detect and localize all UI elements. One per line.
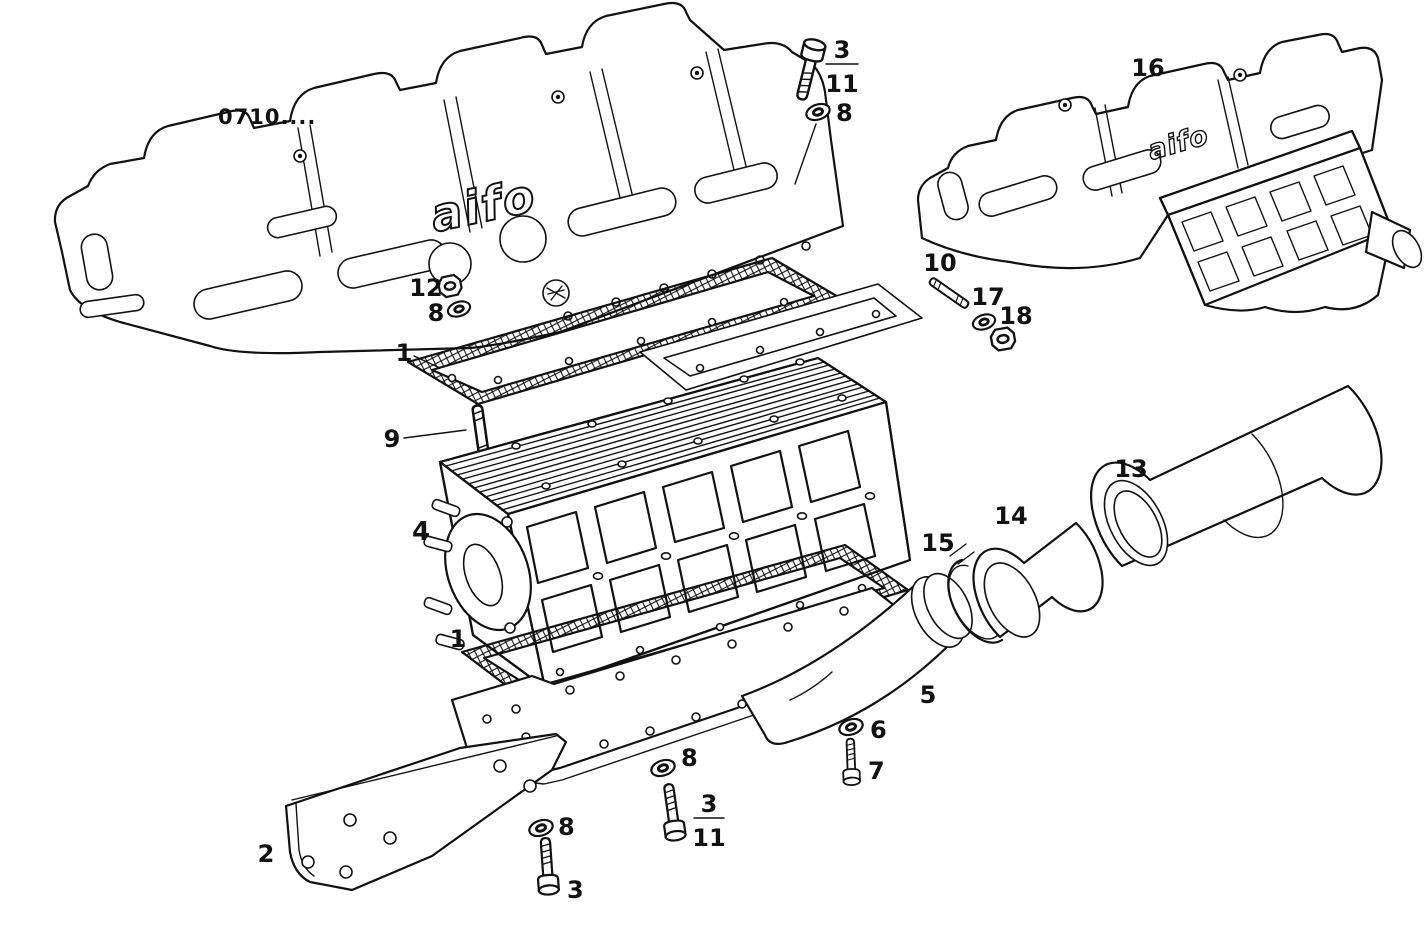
callout-15: 15 [921, 529, 954, 557]
callout-16: 16 [1131, 54, 1164, 82]
washer-8-left [525, 815, 557, 841]
callout-1-top: 1 [396, 339, 413, 367]
callout-12: 12 [409, 274, 442, 302]
callout-8-mid: 8 [681, 744, 698, 772]
spacer-frame [639, 283, 923, 391]
callout-11-top: 11 [825, 70, 858, 98]
callout-2: 2 [258, 840, 275, 868]
callout-17: 17 [971, 283, 1004, 311]
callout-10: 10 [923, 249, 956, 277]
callout-3-top: 3 [834, 36, 851, 64]
stud-10 [927, 276, 971, 310]
washer-8-mid [647, 755, 679, 781]
callout-5: 5 [920, 681, 937, 709]
model-code-label: 0710.... [218, 105, 316, 129]
callout-3-bottom: 3 [701, 790, 718, 818]
hose-clamp-15 [947, 543, 1004, 644]
washer-17 [969, 310, 999, 334]
elbow-pipe-5 [740, 572, 973, 745]
nut-18 [988, 325, 1018, 353]
support-bracket-2 [284, 732, 568, 892]
bolt-3-left [534, 836, 561, 897]
manifold-assembly-16: aifo [916, 32, 1423, 314]
callout-3-left: 3 [567, 876, 584, 904]
callout-9: 9 [384, 425, 401, 453]
cooling-fins [445, 361, 881, 511]
bolt-7 [841, 737, 861, 787]
callout-4: 4 [412, 517, 430, 547]
callout-14: 14 [994, 502, 1027, 530]
manifold-casting-left: aifo [53, 1, 845, 355]
callout-11-bottom: 11 [692, 824, 725, 852]
callout-8-left: 8 [558, 813, 575, 841]
callout-6: 6 [870, 716, 887, 744]
callout-7: 7 [868, 757, 885, 785]
heat-exchanger-core [438, 356, 912, 690]
callout-8-nut: 8 [428, 299, 445, 327]
callout-8-top: 8 [836, 99, 853, 127]
end-flange-4 [423, 498, 532, 651]
bolt-mid [657, 781, 688, 843]
callout-1-bottom: 1 [450, 625, 467, 653]
pipe-13 [1089, 384, 1383, 568]
sleeve-14 [972, 521, 1104, 639]
callout-18: 18 [999, 302, 1032, 330]
callout-13: 13 [1114, 455, 1147, 483]
